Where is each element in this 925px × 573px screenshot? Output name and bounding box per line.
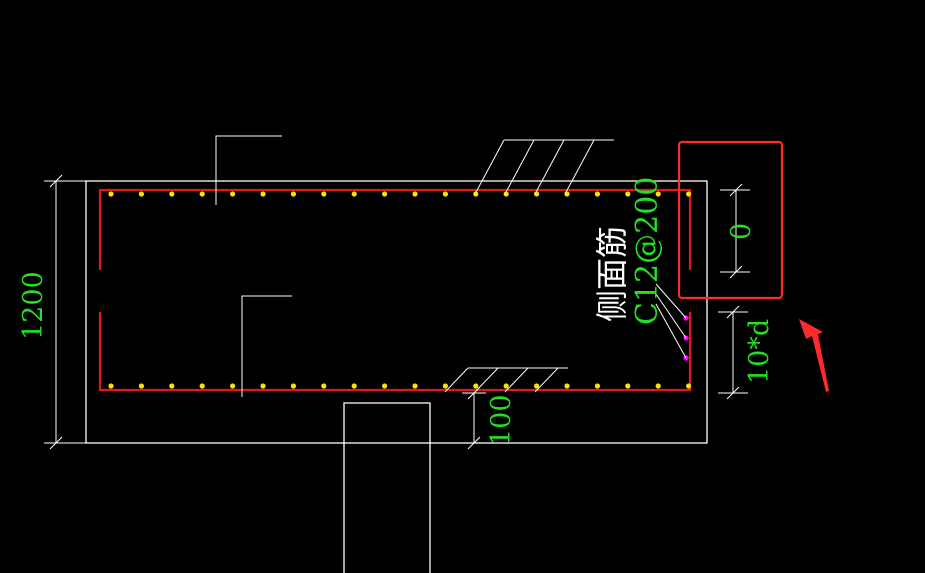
top-bar-dot xyxy=(230,191,236,197)
bottom-rebar xyxy=(98,312,692,392)
top-bar-dot xyxy=(321,191,327,197)
bottom-bar-dot xyxy=(260,383,266,389)
top-bar-dot xyxy=(199,191,205,197)
top-bar-dot xyxy=(686,191,692,197)
bottom-bar-dot xyxy=(655,383,661,389)
top-bend-dimension: 0 xyxy=(726,223,757,240)
column-outline xyxy=(343,402,431,573)
bottom-bar-dot xyxy=(594,383,601,389)
side-rebar-spec: C12@200 xyxy=(630,177,665,325)
bottom-bar-dot xyxy=(442,383,448,389)
bottom-bar-dot xyxy=(473,383,479,389)
bottom-bar-dot xyxy=(686,383,692,389)
bottom-bar-dot xyxy=(230,383,236,389)
bottom-bar-dot xyxy=(351,383,357,389)
top-bar-dot xyxy=(169,191,175,197)
bottom-bar-dot xyxy=(321,383,327,389)
bottom-bar-dot xyxy=(169,383,175,389)
rebar-lines xyxy=(98,188,692,392)
top-bar-dot xyxy=(108,191,114,197)
leader-lines xyxy=(215,135,687,397)
highlight-box xyxy=(677,140,784,300)
bottom-bar-dot xyxy=(534,383,540,389)
top-bar-dot xyxy=(655,191,661,197)
top-bar-dot xyxy=(534,191,540,197)
height-dimension: 1200 xyxy=(18,271,49,340)
red-arrow xyxy=(799,319,829,392)
dimension-lines xyxy=(44,174,750,450)
top-rebar xyxy=(98,188,692,270)
side-rebar-name: 侧面筋 xyxy=(593,226,631,322)
bottom-bar-dot xyxy=(290,383,296,389)
top-bar-dot xyxy=(138,191,144,197)
cover-dimension: 100 xyxy=(486,394,517,446)
top-bar-dot xyxy=(351,191,357,197)
top-bar-dot xyxy=(503,191,509,197)
bottom-bar-dots xyxy=(108,383,692,389)
bottom-bar-dot xyxy=(503,383,509,389)
side-bend-dimension: 10*d xyxy=(744,319,775,384)
bottom-bar-dot xyxy=(625,383,631,389)
top-bar-dot xyxy=(412,191,418,197)
top-bar-dot xyxy=(260,191,266,197)
bottom-bar-dot xyxy=(564,383,570,389)
top-bar-dots xyxy=(108,191,692,197)
top-bar-dot xyxy=(290,191,296,197)
top-bar-dot xyxy=(473,191,479,197)
top-bar-dot xyxy=(594,191,601,197)
top-bar-dot xyxy=(442,191,448,197)
bottom-bar-dot xyxy=(138,383,144,389)
bottom-bar-dot xyxy=(108,383,114,389)
bottom-bar-dot xyxy=(382,383,388,389)
top-bar-dot xyxy=(382,191,388,197)
bottom-bar-dot xyxy=(199,383,205,389)
top-bar-dot xyxy=(625,191,631,197)
bottom-bar-dot xyxy=(412,383,418,389)
footing-outline xyxy=(85,180,708,444)
